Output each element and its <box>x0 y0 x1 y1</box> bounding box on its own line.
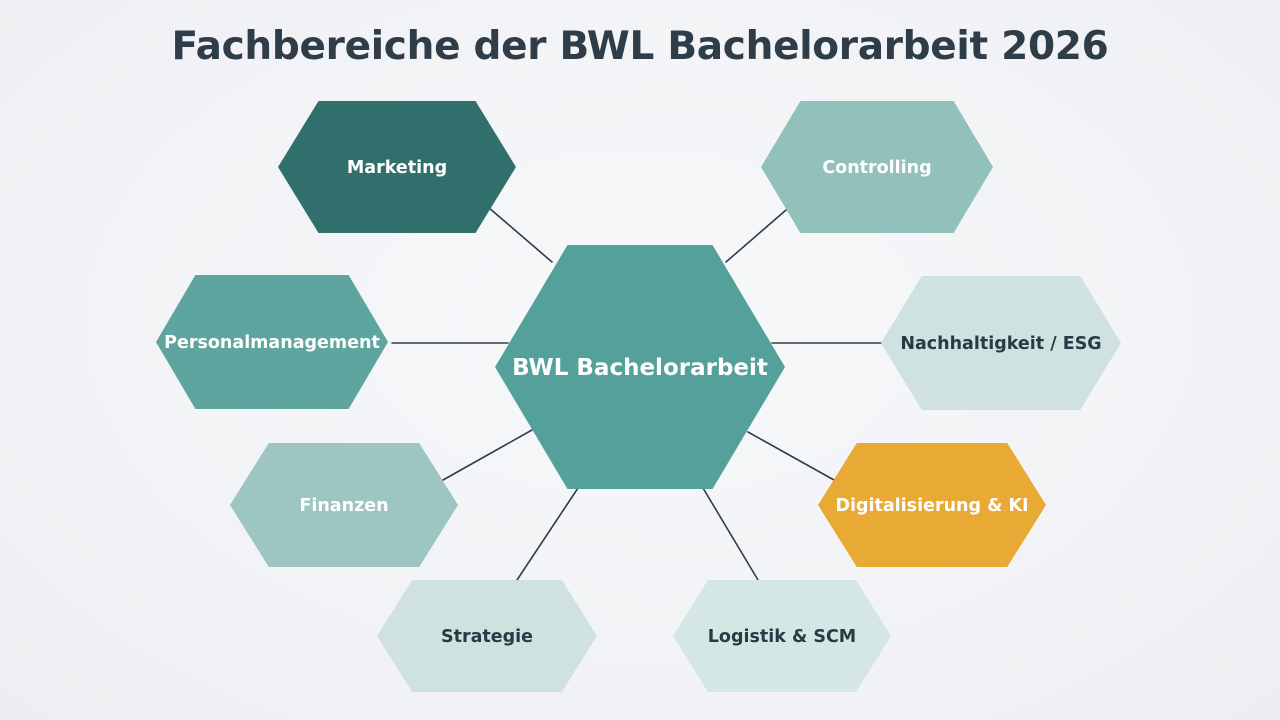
label-nachhaltigkeit: Nachhaltigkeit / ESG <box>900 334 1101 354</box>
hexagon-nachhaltigkeit <box>881 276 1121 410</box>
node-controlling: Controlling <box>761 101 993 233</box>
hexagon-marketing <box>278 101 516 233</box>
hexagon-finanzen <box>230 443 458 567</box>
connector-controlling <box>725 209 787 263</box>
center-hexagon-group: BWL Bachelorarbeit <box>495 245 785 489</box>
label-finanzen: Finanzen <box>299 496 388 516</box>
label-center: BWL Bachelorarbeit <box>512 355 768 381</box>
connector-lines <box>391 206 884 581</box>
page-title: Fachbereiche der BWL Bachelorarbeit 2026 <box>171 24 1109 69</box>
label-personalmanagement: Personalmanagement <box>164 333 380 353</box>
label-logistik: Logistik & SCM <box>708 627 856 647</box>
label-strategie: Strategie <box>441 627 533 647</box>
node-marketing: Marketing <box>278 101 516 233</box>
label-digitalisierung: Digitalisierung & KI <box>835 496 1028 516</box>
node-logistik: Logistik & SCM <box>673 580 891 692</box>
hexagon-strategie <box>377 580 597 692</box>
connector-logistik <box>702 487 759 581</box>
node-strategie: Strategie <box>377 580 597 692</box>
node-nachhaltigkeit: Nachhaltigkeit / ESG <box>881 276 1121 410</box>
node-digitalisierung: Digitalisierung & KI <box>818 443 1046 567</box>
label-marketing: Marketing <box>347 158 447 178</box>
label-controlling: Controlling <box>822 158 931 178</box>
hexagon-digitalisierung <box>818 443 1046 567</box>
connector-marketing <box>487 206 553 263</box>
connector-digitalisierung <box>747 431 835 481</box>
node-finanzen: Finanzen <box>230 443 458 567</box>
hexagon-personalmanagement <box>156 275 388 409</box>
hexagon-center <box>495 245 785 489</box>
connector-strategie <box>516 487 579 581</box>
hexagon-logistik <box>673 580 891 692</box>
hexagon-controlling <box>761 101 993 233</box>
node-personalmanagement: Personalmanagement <box>156 275 388 409</box>
connector-finanzen <box>442 429 533 481</box>
